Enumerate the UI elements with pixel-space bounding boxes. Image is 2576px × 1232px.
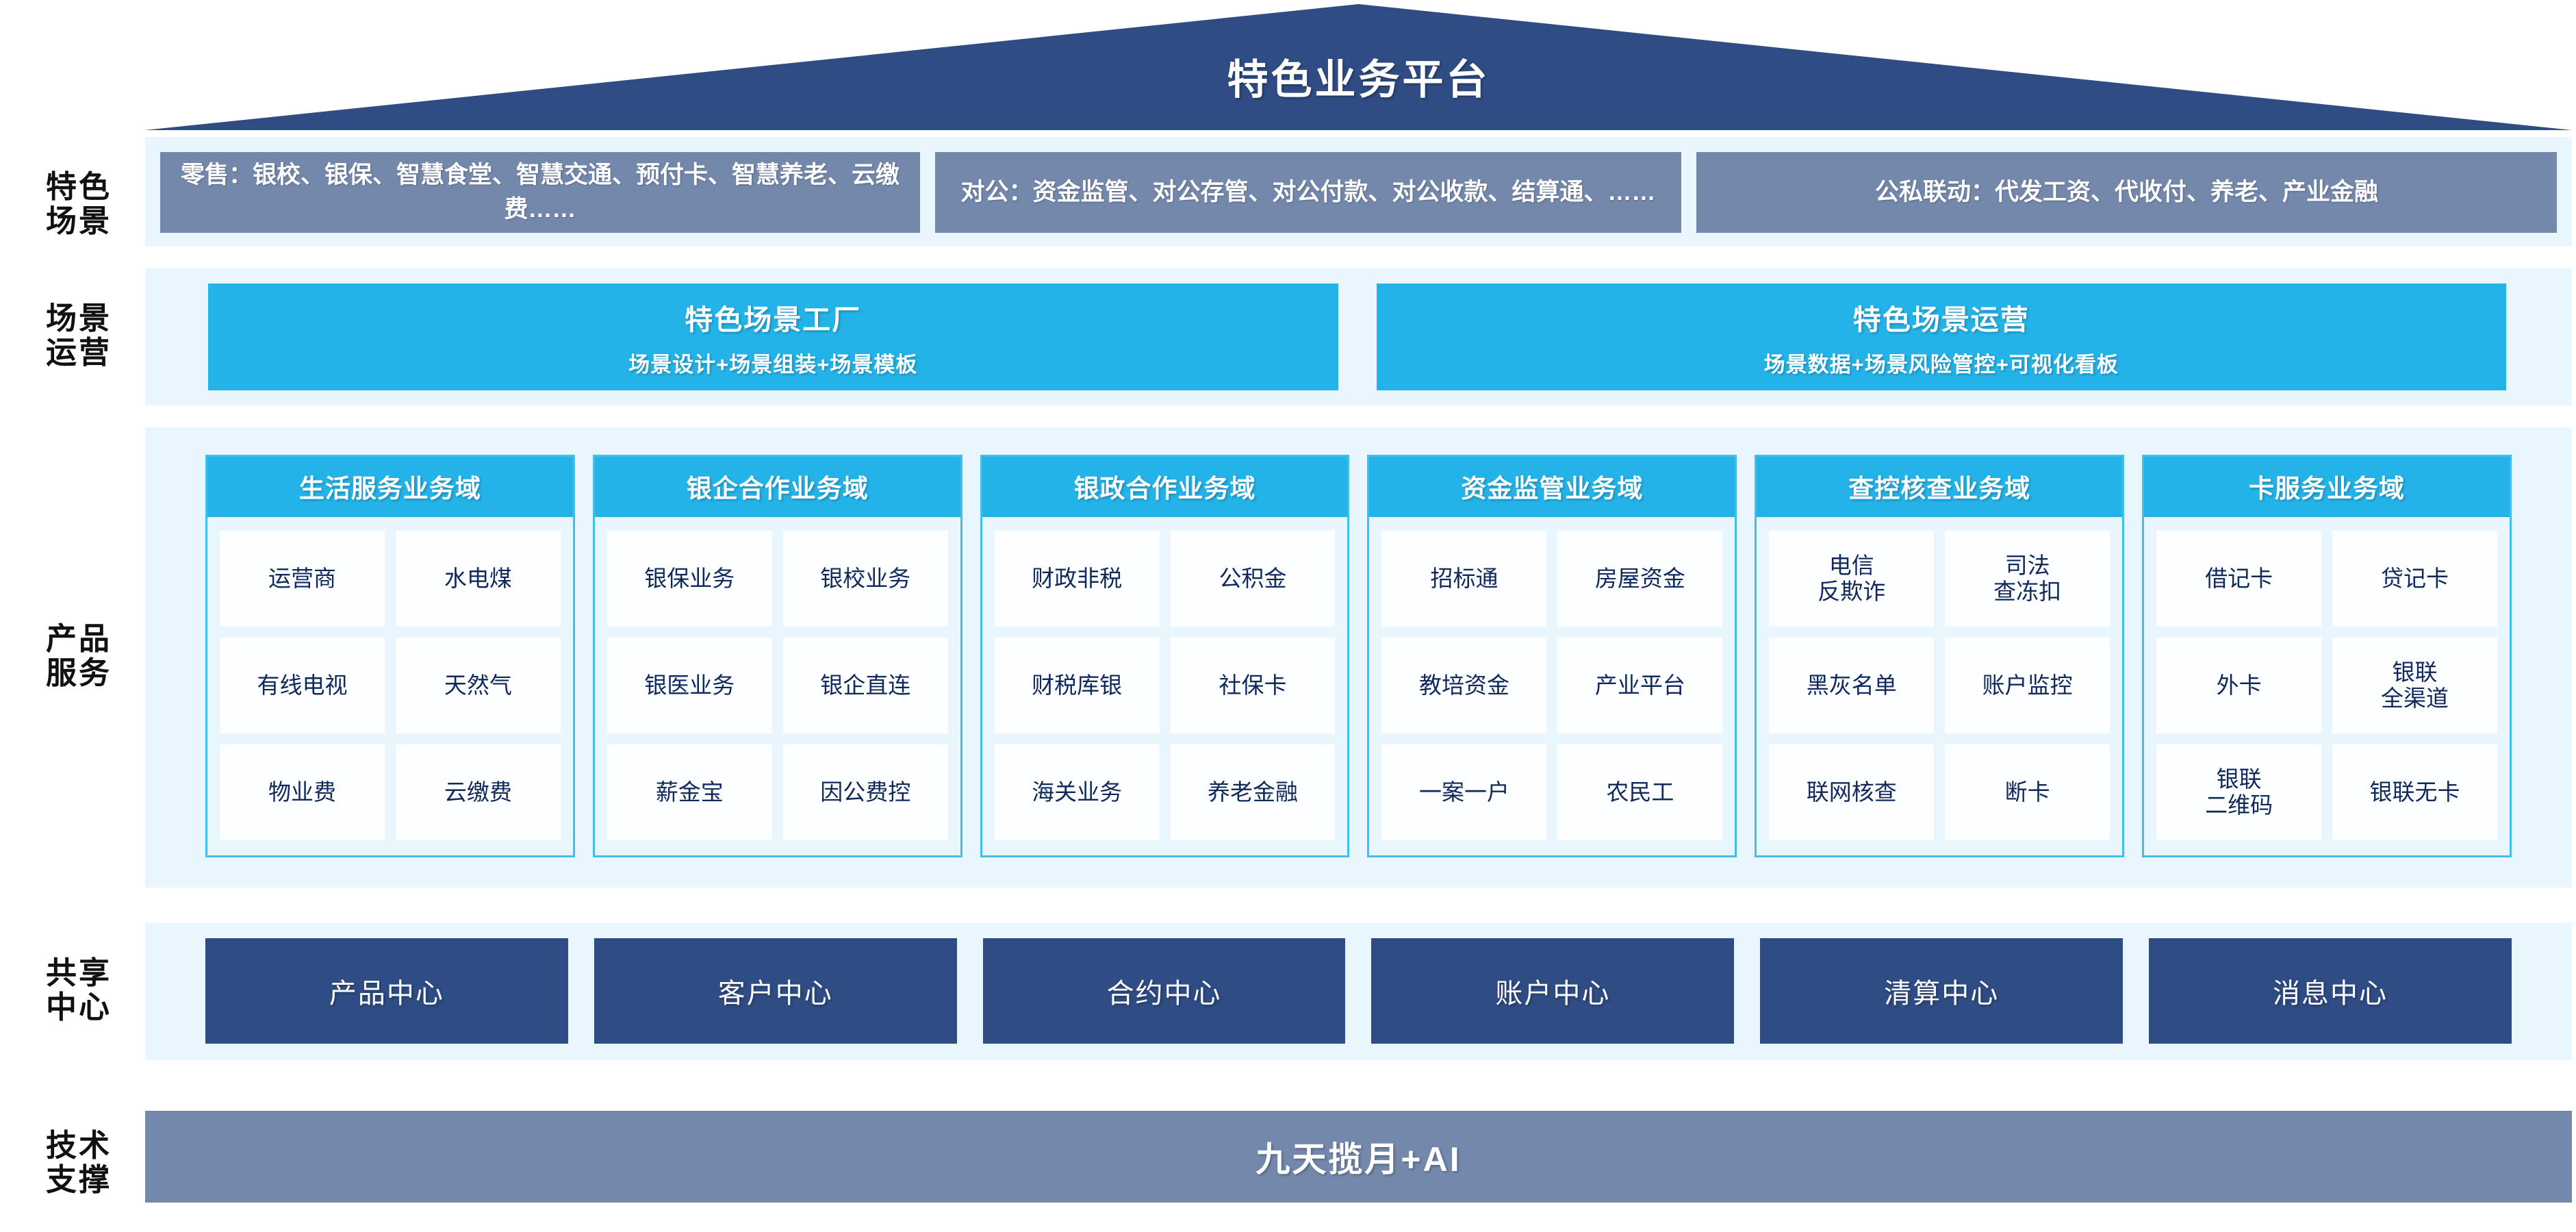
domain-title-card-service: 卡服务业务域: [2144, 457, 2510, 517]
domain-cell[interactable]: 公积金: [1170, 531, 1336, 627]
domain-cell[interactable]: 黑灰名单: [1769, 638, 1935, 733]
domain-cell[interactable]: 电信 反欺诈: [1769, 531, 1935, 627]
domain-cell[interactable]: 因公费控: [782, 744, 948, 840]
domain-cell[interactable]: 银联 二维码: [2156, 744, 2322, 840]
ops-title-scene-operations: 特色场景运营: [1852, 303, 2030, 336]
platform-roof: 特色业务平台: [145, 4, 2572, 130]
ops-box-scene-operations[interactable]: 特色场景运营 场景数据+场景风险管控+可视化看板: [1376, 284, 2506, 390]
domain-cell[interactable]: 银医业务: [607, 638, 772, 733]
domain-cell[interactable]: 社保卡: [1170, 638, 1336, 733]
domain-cell[interactable]: 外卡: [2156, 638, 2322, 733]
domain-card-investigation-control[interactable]: 查控核查业务域 电信 反欺诈 司法 查冻扣 黑灰名单 账户监控 联网核查 断卡: [1755, 455, 2125, 857]
domain-cell[interactable]: 薪金宝: [607, 744, 772, 840]
shared-center-message[interactable]: 消息中心: [2149, 938, 2512, 1044]
domain-cell[interactable]: 养老金融: [1170, 744, 1336, 840]
product-band: 生活服务业务域 运营商 水电煤 有线电视 天然气 物业费 云缴费 银企合作业务域…: [145, 427, 2572, 888]
domain-cell[interactable]: 一案一户: [1381, 744, 1547, 840]
domain-cell[interactable]: 云缴费: [395, 744, 561, 840]
domain-grid-life-service: 运营商 水电煤 有线电视 天然气 物业费 云缴费: [207, 517, 573, 855]
domain-cell[interactable]: 银联 全渠道: [2332, 638, 2497, 733]
shared-center-contract[interactable]: 合约中心: [982, 938, 1346, 1044]
domain-cell[interactable]: 产业平台: [1557, 638, 1723, 733]
ops-subtitle-scene-factory: 场景设计+场景组装+场景模板: [628, 352, 918, 377]
page-title: 特色业务平台: [1227, 57, 1490, 103]
domain-cell[interactable]: 财税库银: [994, 638, 1160, 733]
domain-title-fund-supervision: 资金监管业务域: [1369, 457, 1735, 517]
shared-center-settlement[interactable]: 清算中心: [1760, 938, 2124, 1044]
domain-cell[interactable]: 司法 查冻扣: [1945, 531, 2110, 627]
domain-title-investigation-control: 查控核查业务域: [1757, 457, 2123, 517]
domain-cell[interactable]: 水电煤: [395, 531, 561, 627]
tech-support-band: 九天揽月+AI: [145, 1096, 2572, 1218]
shared-center-band: 产品中心 客户中心 合约中心 账户中心 清算中心 消息中心: [145, 923, 2572, 1060]
domain-title-life-service: 生活服务业务域: [207, 457, 573, 517]
domain-card-bank-enterprise[interactable]: 银企合作业务域 银保业务 银校业务 银医业务 银企直连 薪金宝 因公费控: [592, 455, 962, 857]
domain-cell[interactable]: 贷记卡: [2332, 531, 2497, 627]
domain-grid-card-service: 借记卡 贷记卡 外卡 银联 全渠道 银联 二维码 银联无卡: [2144, 517, 2510, 855]
domain-cell[interactable]: 银联无卡: [2332, 744, 2497, 840]
domain-cell[interactable]: 运营商: [220, 531, 385, 627]
domain-cell[interactable]: 银保业务: [607, 531, 772, 627]
domain-cell[interactable]: 教培资金: [1381, 638, 1547, 733]
domain-cell[interactable]: 有线电视: [220, 638, 385, 733]
domain-title-bank-government: 银政合作业务域: [982, 457, 1348, 517]
operations-box-list: 特色场景工厂 场景设计+场景组装+场景模板 特色场景运营 场景数据+场景风险管控…: [208, 284, 2506, 390]
scene-box-list: 零售：银校、银保、智慧食堂、智慧交通、预付卡、智慧养老、云缴费…… 对公：资金监…: [160, 152, 2557, 233]
domain-grid-investigation-control: 电信 反欺诈 司法 查冻扣 黑灰名单 账户监控 联网核查 断卡: [1757, 517, 2122, 855]
domain-grid-fund-supervision: 招标通 房屋资金 教培资金 产业平台 一案一户 农民工: [1369, 517, 1735, 855]
domain-cell[interactable]: 海关业务: [994, 744, 1160, 840]
domain-cell[interactable]: 断卡: [1945, 744, 2110, 840]
shared-center-customer[interactable]: 客户中心: [594, 938, 957, 1044]
shared-center-list: 产品中心 客户中心 合约中心 账户中心 清算中心 消息中心: [205, 938, 2512, 1044]
row-label-tech: 技术 支撑: [45, 1128, 112, 1198]
domain-grid-bank-enterprise: 银保业务 银校业务 银医业务 银企直连 薪金宝 因公费控: [595, 517, 960, 855]
scene-box-corporate[interactable]: 对公：资金监管、对公存管、对公付款、对公收款、结算通、……: [935, 152, 1681, 233]
domain-cell[interactable]: 银企直连: [782, 638, 948, 733]
domain-cell[interactable]: 账户监控: [1945, 638, 2110, 733]
shared-center-account[interactable]: 账户中心: [1371, 938, 1735, 1044]
row-label-product: 产品 服务: [45, 621, 112, 691]
scene-box-retail[interactable]: 零售：银校、银保、智慧食堂、智慧交通、预付卡、智慧养老、云缴费……: [160, 152, 920, 233]
domain-card-bank-government[interactable]: 银政合作业务域 财政非税 公积金 财税库银 社保卡 海关业务 养老金融: [980, 455, 1350, 857]
scene-box-public-private[interactable]: 公私联动：代发工资、代收付、养老、产业金融: [1696, 152, 2557, 233]
domain-card-list: 生活服务业务域 运营商 水电煤 有线电视 天然气 物业费 云缴费 银企合作业务域…: [205, 455, 2512, 857]
ops-box-scene-factory[interactable]: 特色场景工厂 场景设计+场景组装+场景模板: [208, 284, 1338, 390]
operations-band: 特色场景工厂 场景设计+场景组装+场景模板 特色场景运营 场景数据+场景风险管控…: [145, 268, 2572, 405]
domain-cell[interactable]: 联网核查: [1769, 744, 1935, 840]
domain-grid-bank-government: 财政非税 公积金 财税库银 社保卡 海关业务 养老金融: [982, 517, 1348, 855]
domain-cell[interactable]: 财政非税: [994, 531, 1160, 627]
ops-title-scene-factory: 特色场景工厂: [685, 303, 862, 336]
domain-cell[interactable]: 借记卡: [2156, 531, 2322, 627]
domain-card-fund-supervision[interactable]: 资金监管业务域 招标通 房屋资金 教培资金 产业平台 一案一户 农民工: [1367, 455, 1737, 857]
row-label-scene: 特色 场景: [45, 169, 112, 239]
domain-cell[interactable]: 银校业务: [782, 531, 948, 627]
domain-card-card-service[interactable]: 卡服务业务域 借记卡 贷记卡 外卡 银联 全渠道 银联 二维码 银联无卡: [2142, 455, 2512, 857]
row-label-ops: 场景 运营: [45, 301, 112, 370]
domain-title-bank-enterprise: 银企合作业务域: [594, 457, 960, 517]
scene-band: 零售：银校、银保、智慧食堂、智慧交通、预付卡、智慧养老、云缴费…… 对公：资金监…: [145, 137, 2572, 247]
row-label-shared: 共享 中心: [45, 955, 112, 1025]
domain-card-life-service[interactable]: 生活服务业务域 运营商 水电煤 有线电视 天然气 物业费 云缴费: [205, 455, 575, 857]
domain-cell[interactable]: 天然气: [395, 638, 561, 733]
shared-center-product[interactable]: 产品中心: [205, 938, 568, 1044]
domain-cell[interactable]: 物业费: [220, 744, 385, 840]
ops-subtitle-scene-operations: 场景数据+场景风险管控+可视化看板: [1763, 352, 2119, 377]
tech-support-box[interactable]: 九天揽月+AI: [145, 1111, 2572, 1203]
domain-cell[interactable]: 农民工: [1557, 744, 1723, 840]
domain-cell[interactable]: 房屋资金: [1557, 531, 1723, 627]
domain-cell[interactable]: 招标通: [1381, 531, 1547, 627]
